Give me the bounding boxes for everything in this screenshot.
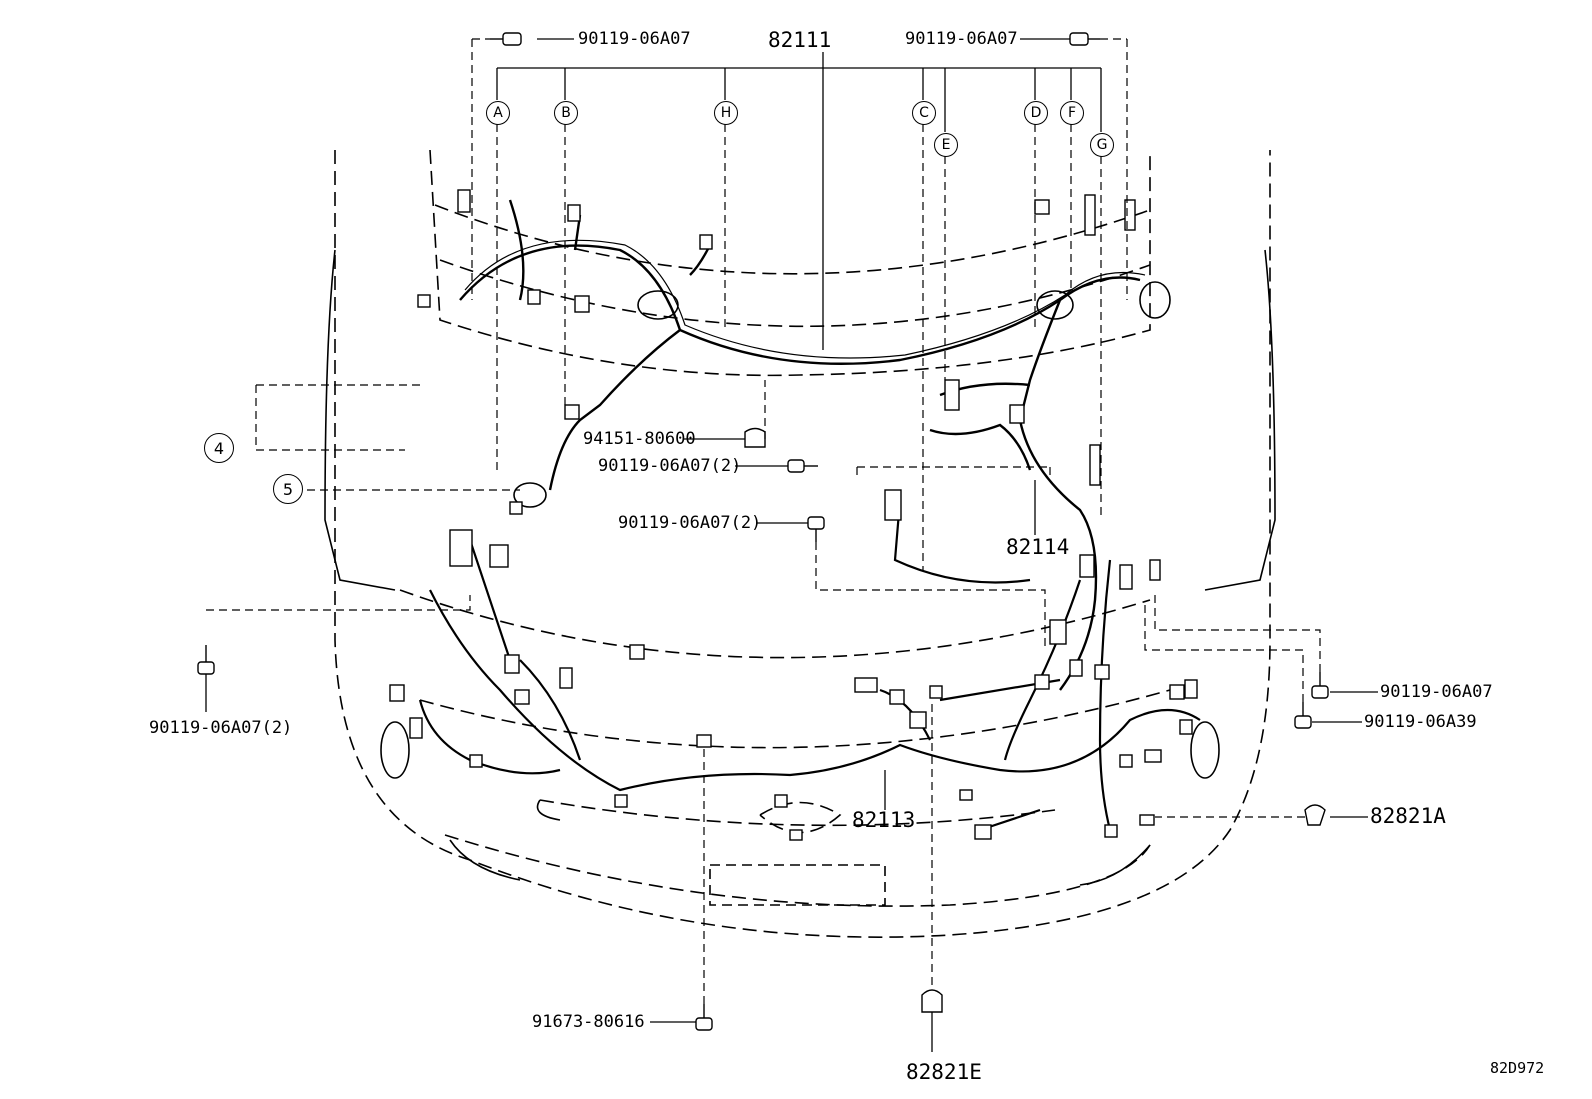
callout-b: B xyxy=(554,101,578,125)
part-label-90119-06a07-2-left: 90119-06A07(2) xyxy=(149,718,293,738)
leader-lines xyxy=(205,38,1378,1052)
item-ref-5: 5 xyxy=(273,474,303,504)
item-ref-4: 4 xyxy=(204,433,234,463)
part-label-82113: 82113 xyxy=(852,808,916,832)
part-label-90119-06a07-right: 90119-06A07 xyxy=(1380,682,1493,702)
part-label-90119-06a07-2-center: 90119-06A07(2) xyxy=(598,456,742,476)
vehicle-body-edges xyxy=(324,249,1276,906)
callout-d: D xyxy=(1024,101,1048,125)
part-label-90119-06a07-top-right: 90119-06A07 xyxy=(905,29,1018,49)
drawing-code: 82D972 xyxy=(1490,1059,1545,1077)
callout-c: C xyxy=(912,101,936,125)
callout-f: F xyxy=(1060,101,1084,125)
callout-a: A xyxy=(486,101,510,125)
part-label-91673-80616: 91673-80616 xyxy=(532,1012,645,1032)
part-label-90119-06a39: 90119-06A39 xyxy=(1364,712,1477,732)
main-harness-82111 xyxy=(459,199,1146,691)
part-label-90119-06a07-top-left: 90119-06A07 xyxy=(578,29,691,49)
part-label-82821a: 82821A xyxy=(1370,804,1446,828)
vehicle-body-outline xyxy=(334,149,1271,938)
callout-g: G xyxy=(1090,133,1114,157)
part-label-82111: 82111 xyxy=(768,28,832,52)
grommets xyxy=(513,281,1171,508)
callout-e: E xyxy=(934,133,958,157)
part-label-82821e: 82821E xyxy=(906,1060,982,1084)
part-label-94151-80600: 94151-80600 xyxy=(583,429,696,449)
part-label-90119-06a07-2-lower: 90119-06A07(2) xyxy=(618,513,762,533)
connectors xyxy=(389,189,1198,841)
fasteners xyxy=(197,32,1329,1031)
part-label-82114: 82114 xyxy=(1006,535,1070,559)
callout-h: H xyxy=(714,101,738,125)
dashed-guide-lines xyxy=(206,38,1321,1004)
front-harness-82113 xyxy=(418,499,1201,832)
